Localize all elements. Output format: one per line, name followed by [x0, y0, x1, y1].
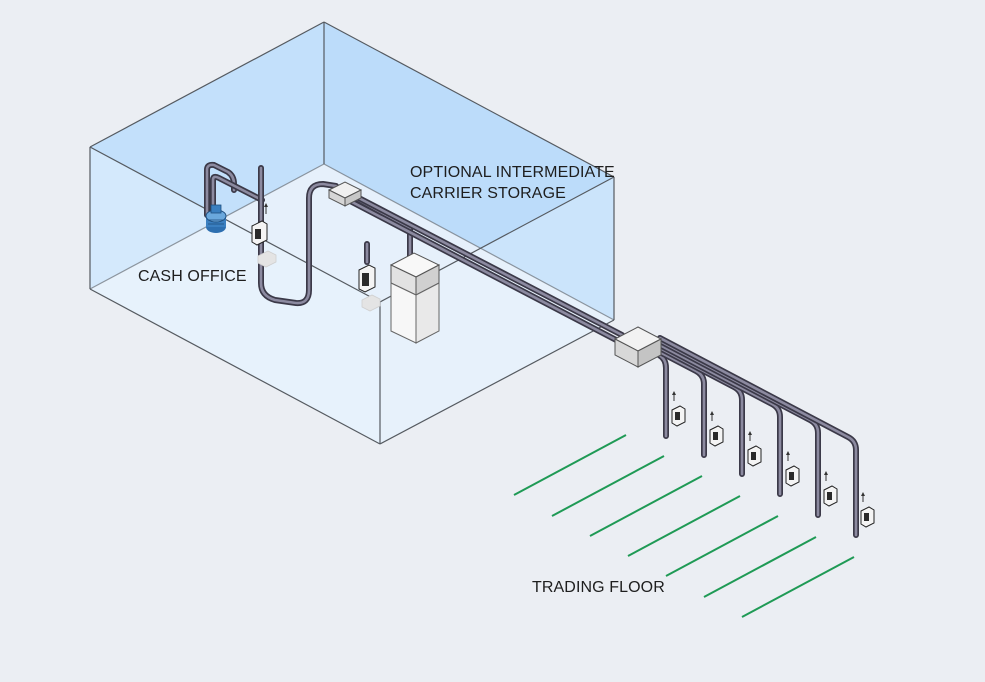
station-icon — [358, 264, 376, 293]
tube-network-trading-floor — [647, 335, 859, 538]
room-front-wall-right — [380, 177, 614, 444]
station-icon — [860, 492, 875, 528]
diverter-icon — [327, 181, 363, 207]
trading-floor-stations — [671, 391, 875, 528]
station-icon — [709, 411, 724, 447]
floor-line — [589, 475, 703, 537]
room-front-wall-left — [90, 147, 380, 444]
cash-office-room — [89, 21, 615, 445]
station-icon — [671, 391, 686, 427]
floor-line — [741, 556, 855, 618]
station-icon — [823, 471, 838, 507]
station-icon — [785, 451, 800, 487]
cash-office-label: CASH OFFICE — [138, 268, 247, 285]
room-floor — [90, 164, 614, 444]
room-back-wall-right — [324, 22, 614, 320]
storage-label-line2: CARRIER STORAGE — [410, 185, 566, 202]
floor-line — [703, 536, 817, 598]
trading-floor-label: TRADING FLOOR — [532, 579, 665, 596]
diverter-icon — [613, 326, 663, 368]
blower-icon — [205, 204, 227, 233]
station-shadow-icon — [257, 250, 277, 268]
floor-line — [551, 455, 665, 517]
station-icon — [747, 431, 762, 467]
station-icon — [251, 203, 268, 246]
storage-unit-icon — [389, 252, 441, 344]
storage-label-line1: OPTIONAL INTERMEDIATE — [410, 164, 615, 181]
floor-line — [627, 495, 741, 557]
room-back-wall-left — [90, 22, 324, 289]
trading-floor-lines — [513, 434, 855, 618]
floor-line — [665, 515, 779, 577]
station-shadow-icon — [361, 294, 381, 312]
floor-line — [513, 434, 627, 496]
